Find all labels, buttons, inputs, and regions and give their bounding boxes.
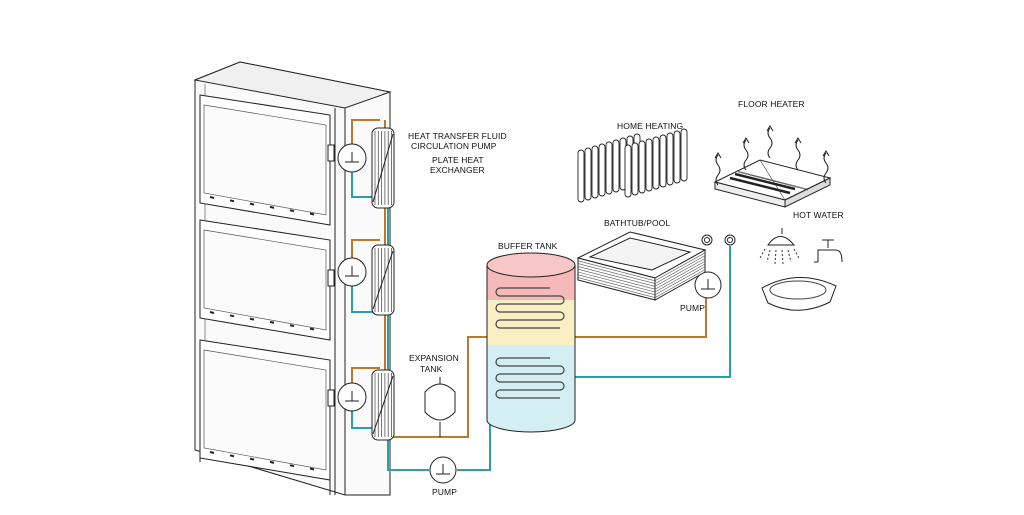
server-unit bbox=[199, 94, 335, 226]
radiator-icon bbox=[577, 128, 688, 203]
label-hot-water: HOT WATER bbox=[793, 210, 844, 220]
bathtub-icon bbox=[576, 231, 707, 301]
sink-icon bbox=[761, 277, 837, 311]
label-plate-heat-line1: PLATE HEAT bbox=[432, 155, 484, 165]
pump-icon bbox=[429, 456, 457, 484]
label-heat-transfer-line2: CIRCULATION PUMP bbox=[411, 141, 497, 151]
pump-icon bbox=[337, 257, 367, 287]
shower-icon bbox=[759, 228, 800, 265]
label-bathtub-pool: BATHTUB/POOL bbox=[604, 218, 670, 228]
label-home-heating: HOME HEATING bbox=[617, 121, 683, 131]
pump-icon bbox=[337, 143, 367, 173]
plate-heat-exchanger-icon bbox=[371, 244, 395, 316]
server-unit bbox=[199, 219, 335, 341]
label-buffer-tank: BUFFER TANK bbox=[498, 241, 558, 251]
pump-icon bbox=[337, 382, 367, 412]
plate-heat-exchanger-icon bbox=[371, 127, 395, 209]
label-expansion-line2: TANK bbox=[420, 364, 443, 374]
floor-heater-icon bbox=[713, 125, 832, 208]
labels: HEAT TRANSFER FLUID CIRCULATION PUMP PLA… bbox=[408, 99, 844, 497]
label-floor-heater: FLOOR HEATER bbox=[738, 99, 805, 109]
buffer-tank bbox=[486, 252, 576, 433]
label-pump-bottom: PUMP bbox=[432, 487, 457, 497]
server-unit bbox=[199, 339, 335, 481]
plate-heat-exchanger-icon bbox=[371, 369, 395, 441]
expansion-tank-icon bbox=[424, 377, 456, 437]
label-pump-right: PUMP bbox=[680, 303, 705, 313]
label-expansion-line1: EXPANSION bbox=[409, 353, 459, 363]
hot-pipes bbox=[351, 119, 707, 438]
pipe-end-icon bbox=[701, 234, 736, 246]
label-plate-heat-line2: EXCHANGER bbox=[430, 165, 485, 175]
faucet-icon bbox=[814, 239, 843, 263]
pump-icon bbox=[694, 271, 722, 299]
server-rack bbox=[193, 61, 392, 496]
label-heat-transfer-line1: HEAT TRANSFER FLUID bbox=[408, 131, 507, 141]
